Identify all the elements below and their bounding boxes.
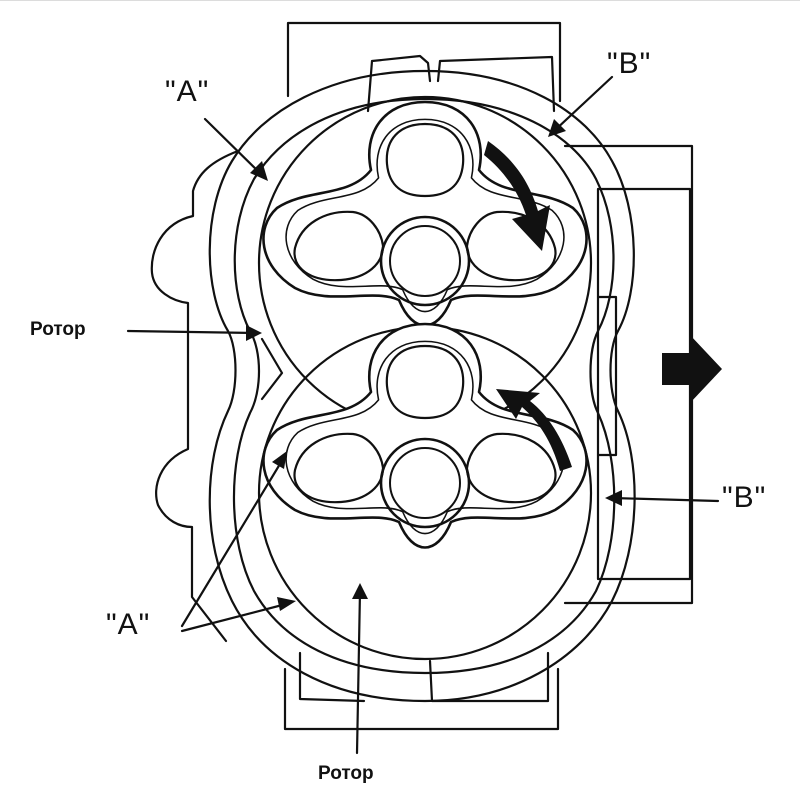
housing-left-flange [150, 149, 240, 643]
arrowhead-rotor-left [246, 325, 262, 341]
rotation-arrow-icon-lower [496, 389, 572, 471]
leader-rotor-left [126, 329, 257, 335]
flow-arrow-icon [662, 335, 722, 403]
arrowhead-b-right [605, 490, 622, 506]
upper-rotor [262, 100, 588, 327]
housing-bottom-boss-inner [298, 651, 550, 703]
leader-a-bottom-1 [180, 457, 285, 628]
leader-b-right [610, 496, 720, 503]
housing-top-boss-inner [366, 54, 556, 113]
outlet-port-inner [596, 187, 692, 581]
label-b-top: "B" [607, 47, 652, 80]
bore-notch [260, 337, 284, 401]
leader-a-bottom-2 [180, 601, 292, 633]
lower-rotor [262, 322, 588, 549]
housing-top-boss [286, 21, 562, 103]
arrowhead-a-top [250, 161, 268, 181]
label-rotor-left: Ротор [30, 319, 86, 340]
label-rotor-bottom: Ротор [318, 763, 374, 784]
leader-rotor-bottom [355, 589, 362, 755]
pump-housing-outer [208, 69, 636, 703]
label-b-right: "B" [722, 481, 767, 514]
arrowhead-b-top [548, 119, 566, 137]
leader-b-top [551, 75, 614, 134]
arrowhead-a-bottom-1 [272, 451, 287, 469]
label-a-top: "A" [165, 75, 210, 108]
label-a-bottom: "A" [106, 608, 151, 641]
rotation-arrow-icon [484, 141, 550, 251]
outlet-port-channel [596, 295, 618, 457]
arrowhead-rotor-bottom [352, 583, 368, 599]
chamber-wall-outer [232, 97, 616, 675]
leader-a-top [203, 117, 266, 179]
housing-bottom-boss [283, 667, 560, 731]
arrowhead-a-bottom-2 [277, 597, 296, 611]
